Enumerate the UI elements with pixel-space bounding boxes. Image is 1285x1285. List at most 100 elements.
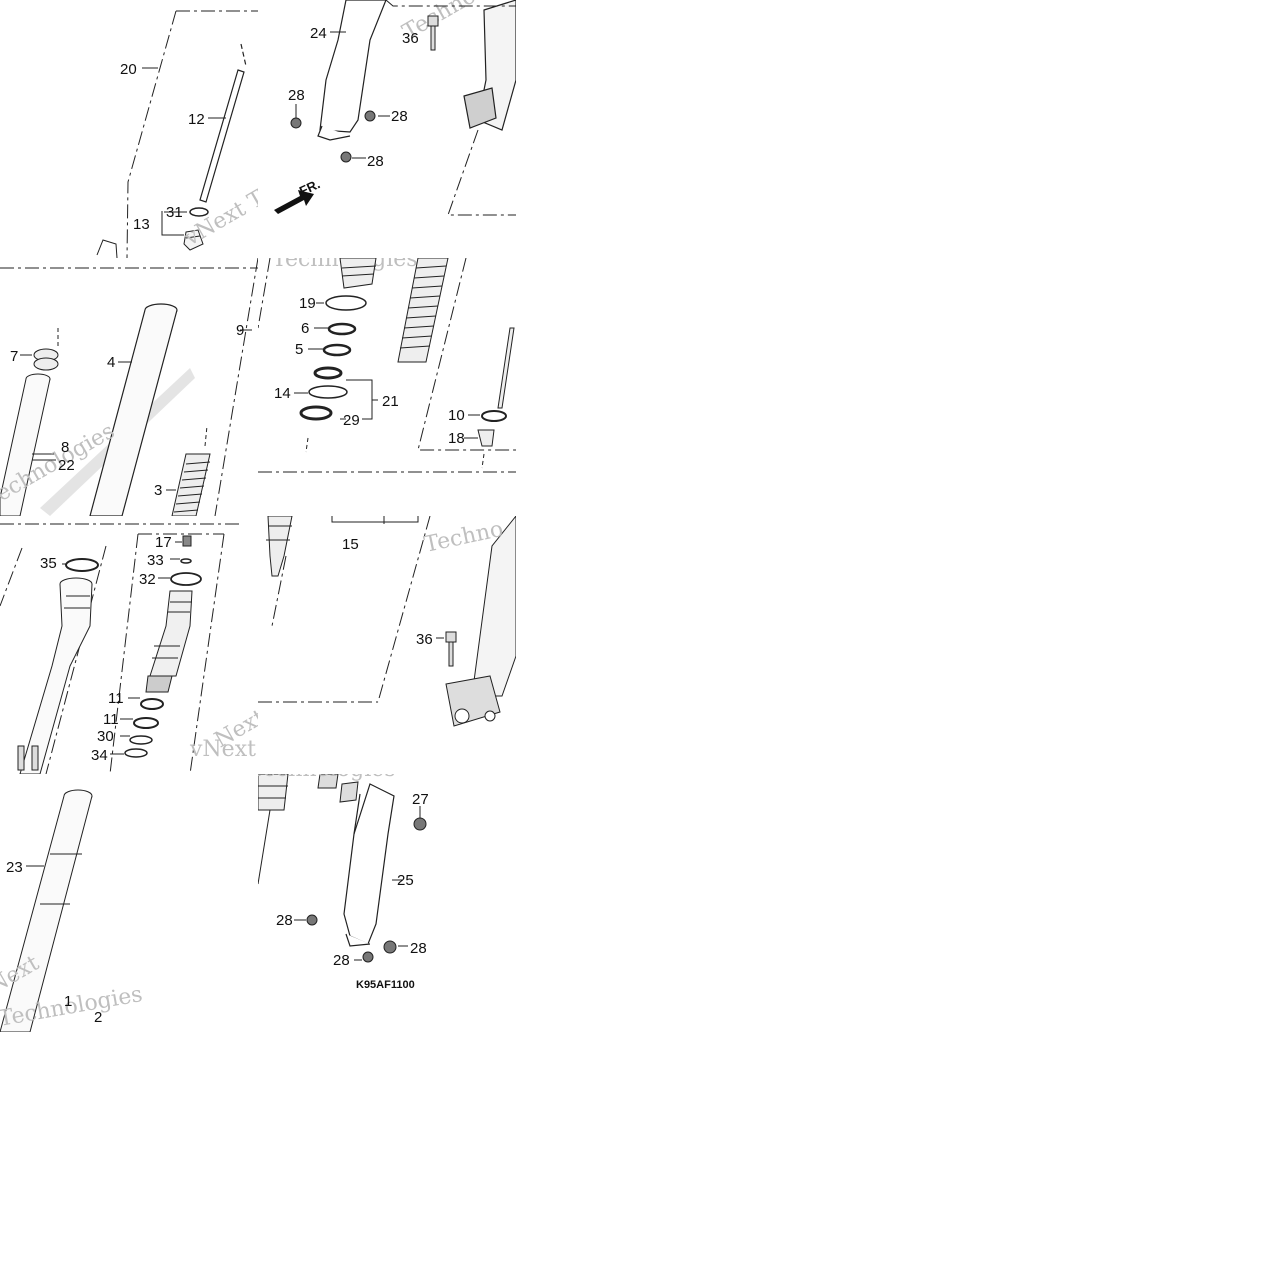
callout-32: 32 bbox=[139, 571, 156, 588]
callout-1: 1 bbox=[64, 993, 72, 1010]
callout-34: 34 bbox=[91, 747, 108, 764]
bolt-36-lower bbox=[445, 631, 457, 667]
frame-lines bbox=[126, 10, 258, 258]
callout-2: 2 bbox=[94, 1009, 102, 1026]
tile-damper-rod: vNext Technologies 20 12 31 13 bbox=[0, 0, 258, 258]
o-ring-35 bbox=[65, 558, 99, 572]
washer-10 bbox=[481, 410, 507, 422]
o-ring-32 bbox=[170, 572, 202, 586]
callout-23: 23 bbox=[6, 859, 23, 876]
slider-tube-8 bbox=[0, 373, 51, 516]
collar-18 bbox=[477, 429, 495, 447]
bolt-28-e bbox=[383, 940, 397, 954]
bolt-28-f bbox=[362, 951, 374, 963]
rod-end bbox=[497, 327, 515, 409]
oil-seal-21 bbox=[313, 366, 343, 380]
bolt-28-c bbox=[340, 151, 352, 163]
callout-29: 29 bbox=[343, 412, 360, 429]
tile-fork-guard-upper: Techno FR. bbox=[258, 0, 516, 258]
frame-lines bbox=[0, 523, 242, 774]
callout-9: 9 bbox=[236, 322, 244, 339]
callout-22: 22 bbox=[58, 457, 75, 474]
tile-bottom-tube: Next Technologies 23 1 2 bbox=[0, 774, 258, 1032]
callout-4: 4 bbox=[107, 354, 115, 371]
stopper-ring-14 bbox=[308, 385, 348, 399]
washer-33 bbox=[180, 558, 192, 564]
callout-28: 28 bbox=[276, 912, 293, 929]
tube-top bbox=[339, 258, 377, 289]
callout-11: 11 bbox=[103, 711, 119, 728]
tile-outer-tube: Techno 15 36 bbox=[258, 516, 516, 774]
callout-8: 8 bbox=[61, 439, 69, 456]
callout-27: 27 bbox=[412, 791, 429, 808]
callout-7: 7 bbox=[10, 348, 18, 365]
bolt-17 bbox=[182, 535, 192, 547]
callout-28: 28 bbox=[333, 952, 350, 969]
callout-31: 31 bbox=[166, 204, 183, 221]
tile-inner-tube: Technologies 7 4 8 22 3 9 bbox=[0, 258, 258, 516]
callout-33: 33 bbox=[147, 552, 164, 569]
bolt-28-b bbox=[364, 110, 376, 122]
front-arrow: FR. bbox=[274, 176, 322, 214]
o-ring-31 bbox=[189, 207, 209, 217]
fork-guard-25 bbox=[343, 783, 395, 947]
diagram-code: K95AF1100 bbox=[356, 979, 415, 991]
callout-28: 28 bbox=[391, 108, 408, 125]
frame-lines bbox=[0, 258, 258, 516]
watermark: Technologies bbox=[258, 774, 396, 782]
tile-fork-guard-lower: Technologies 27 25 28 28 28 K95AF1100 bbox=[258, 774, 516, 1032]
bolt-27 bbox=[413, 817, 427, 831]
callout-18: 18 bbox=[448, 430, 465, 447]
callout-13: 13 bbox=[133, 216, 150, 233]
circlip-19 bbox=[325, 295, 367, 311]
callout-21: 21 bbox=[382, 393, 399, 410]
clamp bbox=[317, 774, 359, 803]
callout-24: 24 bbox=[310, 25, 327, 42]
frame-lines bbox=[258, 516, 431, 703]
front-label: FR. bbox=[297, 176, 322, 198]
frame-lines bbox=[385, 0, 516, 216]
outer-tube-upper bbox=[463, 0, 516, 131]
inner-tube-4 bbox=[89, 303, 178, 516]
callout-25: 25 bbox=[397, 872, 414, 889]
callout-19: 19 bbox=[299, 295, 316, 312]
callout-36: 36 bbox=[402, 30, 419, 47]
spring-main bbox=[397, 258, 449, 363]
dust-seal-29 bbox=[299, 405, 333, 421]
callout-6: 6 bbox=[301, 320, 309, 337]
fork-guard-24 bbox=[317, 0, 387, 141]
damper-valve bbox=[145, 590, 193, 693]
callout-11: 11 bbox=[108, 690, 124, 707]
callout-10: 10 bbox=[448, 407, 465, 424]
callout-30: 30 bbox=[97, 728, 114, 745]
callout-28: 28 bbox=[410, 940, 427, 957]
callout-5: 5 bbox=[295, 341, 303, 358]
ring-30 bbox=[129, 735, 153, 745]
frame-lines bbox=[258, 258, 516, 473]
tube-end bbox=[258, 774, 289, 885]
bolt-28-d bbox=[306, 914, 318, 926]
watermark: vNext Te bbox=[189, 737, 258, 762]
washer-6 bbox=[327, 322, 357, 336]
rod-end-left bbox=[266, 516, 293, 577]
ring-34 bbox=[124, 748, 148, 758]
callout-15: 15 bbox=[342, 536, 359, 553]
callout-12: 12 bbox=[188, 111, 205, 128]
callout-35: 35 bbox=[40, 555, 57, 572]
callout-17: 17 bbox=[155, 534, 172, 551]
damper-rod-12 bbox=[199, 43, 247, 203]
callout-3: 3 bbox=[154, 482, 162, 499]
spring-3 bbox=[171, 453, 211, 516]
bolt-13 bbox=[183, 229, 204, 251]
callout-28: 28 bbox=[367, 153, 384, 170]
bolt-36-upper bbox=[427, 15, 439, 51]
callout-14: 14 bbox=[274, 385, 291, 402]
bushing-5 bbox=[322, 343, 352, 357]
axle-bracket bbox=[445, 675, 501, 727]
shim-11b bbox=[133, 717, 159, 729]
cartridge-body bbox=[17, 577, 93, 774]
tile-cartridge: vNext Te Next 35 17 33 32 11 11 30 34 bbox=[0, 516, 258, 774]
callout-20: 20 bbox=[120, 61, 137, 78]
callout-28: 28 bbox=[288, 87, 305, 104]
